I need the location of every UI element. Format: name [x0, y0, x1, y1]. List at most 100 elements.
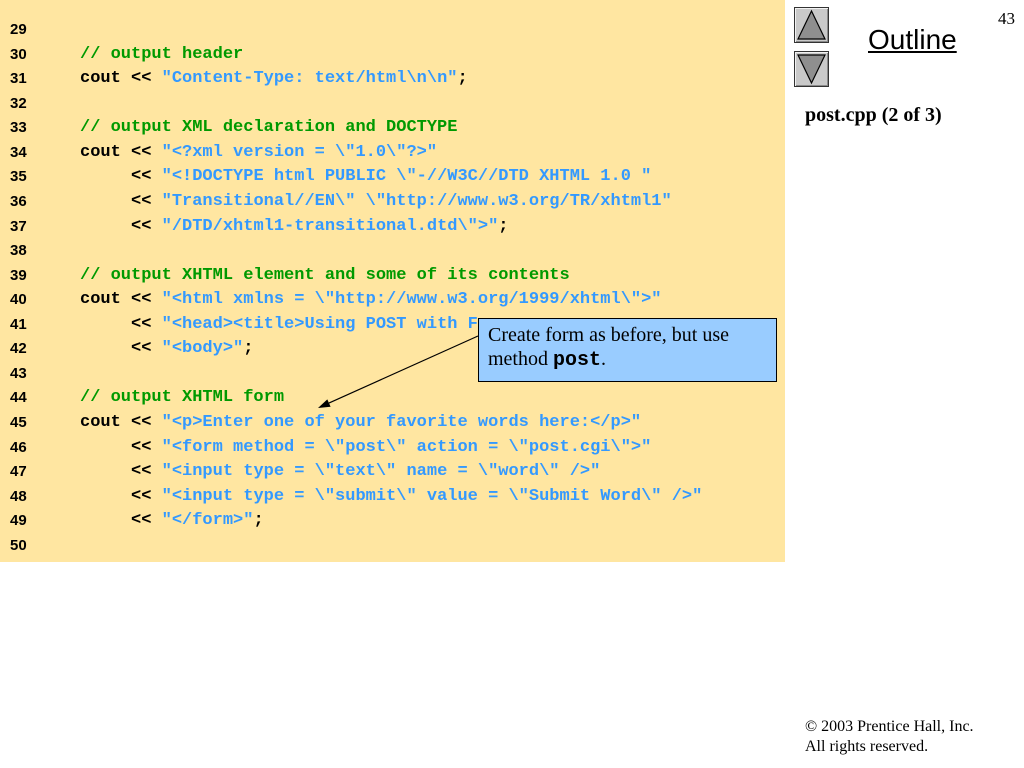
code-line: 45 cout << "<p>Enter one of your favorite…: [0, 411, 785, 436]
outline-link[interactable]: Outline: [868, 24, 957, 55]
code-line: 40 cout << "<html xmlns = \"http://www.w3…: [0, 288, 785, 313]
line-number: 36: [10, 192, 27, 210]
code-string: "/DTD/xhtml1-transitional.dtd\">": [161, 216, 499, 236]
code-plain: ;: [253, 511, 264, 531]
rights-text: All rights reserved.: [805, 738, 929, 755]
line-code: cout << "<html xmlns = \"http://www.w3.o…: [80, 288, 662, 313]
line-number: 32: [10, 94, 27, 112]
code-comment: // output XHTML form: [80, 388, 285, 408]
line-number: 29: [10, 21, 27, 38]
code-line: 33 // output XML declaration and DOCTYPE: [0, 116, 785, 141]
code-plain: cout <<: [80, 290, 162, 310]
code-plain: <<: [80, 437, 162, 457]
code-line: 36 << "Transitional//EN\" \"http://www.w…: [0, 190, 785, 215]
code-string: "<form method = \"post\" action = \"post…: [161, 437, 652, 457]
code-line: 46 << "<form method = \"post\" action = …: [0, 436, 785, 461]
line-number: 47: [10, 463, 27, 481]
line-number: 31: [10, 70, 27, 88]
line-number: 50: [10, 536, 27, 554]
next-slide-button[interactable]: [794, 51, 829, 87]
code-line: 42 << "<body>";: [0, 337, 785, 362]
line-number: 40: [10, 291, 27, 309]
code-string: "<body>": [161, 339, 244, 359]
line-number: 42: [10, 340, 27, 358]
line-number: 48: [10, 487, 27, 505]
code-line: 48 << "<input type = \"submit\" value = …: [0, 485, 785, 510]
line-code: << "<input type = \"text\" name = \"word…: [80, 460, 600, 485]
code-string: "Transitional//EN\" \"http://www.w3.org/…: [161, 191, 672, 211]
line-number: 37: [10, 217, 27, 235]
triangle-down-icon: [797, 54, 826, 85]
code-plain: <<: [80, 167, 162, 187]
line-number: 34: [10, 143, 27, 161]
line-number: 33: [10, 119, 27, 137]
code-string: "<?xml version = \"1.0\"?>": [161, 142, 438, 162]
code-string: "<head><title>Using POST with F: [161, 314, 478, 334]
code-line: 50: [0, 534, 785, 559]
code-string: "</form>": [161, 511, 254, 531]
line-number: 43: [10, 364, 27, 382]
line-code: // output header: [80, 43, 243, 68]
code-plain: <<: [80, 191, 162, 211]
line-code: << "<input type = \"submit\" value = \"S…: [80, 485, 702, 510]
line-code: << "<form method = \"post\" action = \"p…: [80, 436, 651, 461]
line-number: 49: [10, 512, 27, 530]
code-line: 35 << "<!DOCTYPE html PUBLIC \"-//W3C//D…: [0, 165, 785, 190]
previous-slide-button[interactable]: [794, 7, 829, 43]
callout-text-suffix: .: [601, 348, 607, 370]
page-number: 43: [998, 9, 1015, 28]
code-string: "<input type = \"text\" name = \"word\" …: [161, 462, 601, 482]
copyright-text: © 2003 Prentice Hall, Inc.: [805, 718, 974, 735]
code-line: 43: [0, 362, 785, 387]
line-number: 44: [10, 389, 27, 407]
code-line: 38: [0, 239, 785, 264]
code-plain: <<: [80, 511, 162, 531]
callout-code-word: post: [553, 349, 602, 372]
code-line: 29: [0, 18, 785, 43]
code-line: 41 << "<head><title>Using POST with F: [0, 313, 785, 338]
code-plain: ;: [457, 69, 468, 89]
line-number: 35: [10, 168, 27, 186]
line-code: << "</form>";: [80, 509, 264, 534]
code-line: 31 cout << "Content-Type: text/html\n\n";: [0, 67, 785, 92]
line-code: << "/DTD/xhtml1-transitional.dtd\">";: [80, 215, 508, 240]
code-comment: // output XHTML element and some of its …: [80, 265, 570, 285]
code-panel: 29 30 // output header 31 cout << "Content-T…: [0, 0, 785, 562]
line-code: // output XHTML element and some of its …: [80, 264, 570, 289]
triangle-up-icon: [797, 9, 826, 40]
code-string: "<html xmlns = \"http://www.w3.org/1999/…: [161, 290, 662, 310]
code-line: 47 << "<input type = \"text\" name = \"w…: [0, 460, 785, 485]
line-code: cout << "<p>Enter one of your favorite w…: [80, 411, 641, 436]
line-code: // output XML declaration and DOCTYPE: [80, 116, 457, 141]
callout-text-prefix: method: [488, 348, 553, 370]
code-plain: <<: [80, 216, 162, 236]
line-code: // output XHTML form: [80, 386, 284, 411]
code-plain: ;: [498, 216, 509, 236]
code-plain: cout <<: [80, 69, 162, 89]
code-line: 32: [0, 92, 785, 117]
line-code: cout << "Content-Type: text/html\n\n";: [80, 67, 468, 92]
code-line: 37 << "/DTD/xhtml1-transitional.dtd\">";: [0, 215, 785, 240]
code-comment: // output XML declaration and DOCTYPE: [80, 118, 458, 138]
code-listing: 29 30 // output header 31 cout << "Content-T…: [0, 18, 785, 558]
line-code: << "<!DOCTYPE html PUBLIC \"-//W3C//DTD …: [80, 165, 651, 190]
code-string: "<input type = \"submit\" value = \"Subm…: [161, 486, 703, 506]
line-number: 30: [10, 45, 27, 63]
file-caption: post.cpp (2 of 3): [805, 104, 942, 126]
line-code: << "Transitional//EN\" \"http://www.w3.o…: [80, 190, 672, 215]
line-number: 45: [10, 414, 27, 431]
line-code: << "<body>";: [80, 337, 253, 362]
code-string: "<p>Enter one of your favorite words her…: [161, 413, 642, 432]
code-line: 39// output XHTML element and some of it…: [0, 264, 785, 289]
callout-text-line1: Create form as before, but use: [488, 324, 730, 346]
code-line: 30 // output header: [0, 43, 785, 68]
code-plain: <<: [80, 462, 162, 482]
code-comment: // output header: [80, 44, 244, 64]
callout-box: Create form as before, but use method po…: [478, 318, 777, 382]
code-line: 49 << "</form>";: [0, 509, 785, 534]
line-number: 38: [10, 242, 27, 260]
line-code: << "<head><title>Using POST with F: [80, 313, 478, 338]
code-plain: ;: [243, 339, 254, 359]
